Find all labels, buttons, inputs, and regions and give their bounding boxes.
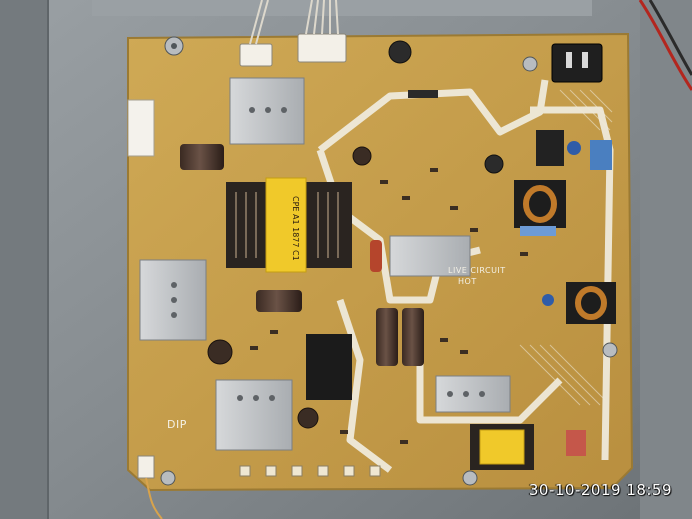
- capacitor-radial: [352, 146, 372, 166]
- varistor-blue: [542, 294, 554, 306]
- bulk-capacitor: [402, 308, 424, 366]
- resistor-red: [370, 240, 382, 272]
- connector-wires: [249, 0, 339, 45]
- black-wire: [648, 0, 692, 76]
- capacitor-radial: [388, 40, 412, 64]
- capacitor-horizontal: [180, 144, 224, 170]
- choke-winding: [523, 185, 557, 223]
- bulk-capacitor: [376, 308, 398, 366]
- film-capacitor-red: [566, 430, 586, 456]
- film-capacitor-blue: [590, 140, 612, 170]
- capacitor-radial: [207, 339, 233, 365]
- ac-pin: [566, 52, 572, 68]
- transformer-tape: [265, 177, 307, 273]
- mounting-screw: [602, 342, 618, 358]
- top-connector-small: [239, 43, 273, 67]
- top-connector-large: [297, 33, 347, 63]
- small-choke: [536, 130, 564, 166]
- diode-smd: [408, 90, 438, 98]
- screw-center: [171, 43, 177, 49]
- varistor-blue: [567, 141, 581, 155]
- capacitor-radial: [484, 154, 504, 174]
- capacitor-horizontal: [256, 290, 302, 312]
- transformer-ridges: [235, 192, 339, 258]
- ac-inlet: [551, 43, 603, 83]
- mounting-screw: [462, 470, 478, 486]
- red-wire: [638, 0, 692, 91]
- mounting-screw: [160, 470, 176, 486]
- heatsink-screws: [171, 107, 485, 401]
- chassis-left-rail: [0, 0, 48, 519]
- chassis-right-rail: [640, 0, 692, 519]
- capacitor-radial: [297, 407, 319, 429]
- side-connector: [137, 455, 155, 479]
- ac-pin: [582, 52, 588, 68]
- chassis-top-rail: [92, 0, 592, 16]
- dip-pads: [239, 465, 381, 477]
- pcb-sticker: [127, 99, 155, 157]
- heatsink-bottom: [215, 379, 293, 451]
- mounting-screw: [522, 56, 538, 72]
- dip-silkscreen-label: DIP: [167, 418, 187, 431]
- choke-winding: [575, 286, 607, 320]
- hot-silkscreen: HOT: [458, 277, 477, 286]
- live-circuit-silkscreen: LIVE CIRCUIT: [448, 266, 506, 275]
- side-wire: [145, 477, 163, 519]
- photo-timestamp: 30-10-2019 18:59: [528, 481, 672, 499]
- pfc-inductor: [306, 334, 352, 400]
- standby-transformer-tape: [479, 429, 525, 465]
- transformer-marking: CPE A1 1877 C1: [291, 196, 300, 261]
- hatched-live-area: [519, 89, 613, 406]
- y-capacitor: [520, 226, 556, 236]
- heatsink-center: [389, 235, 471, 277]
- smd-components: [250, 168, 528, 444]
